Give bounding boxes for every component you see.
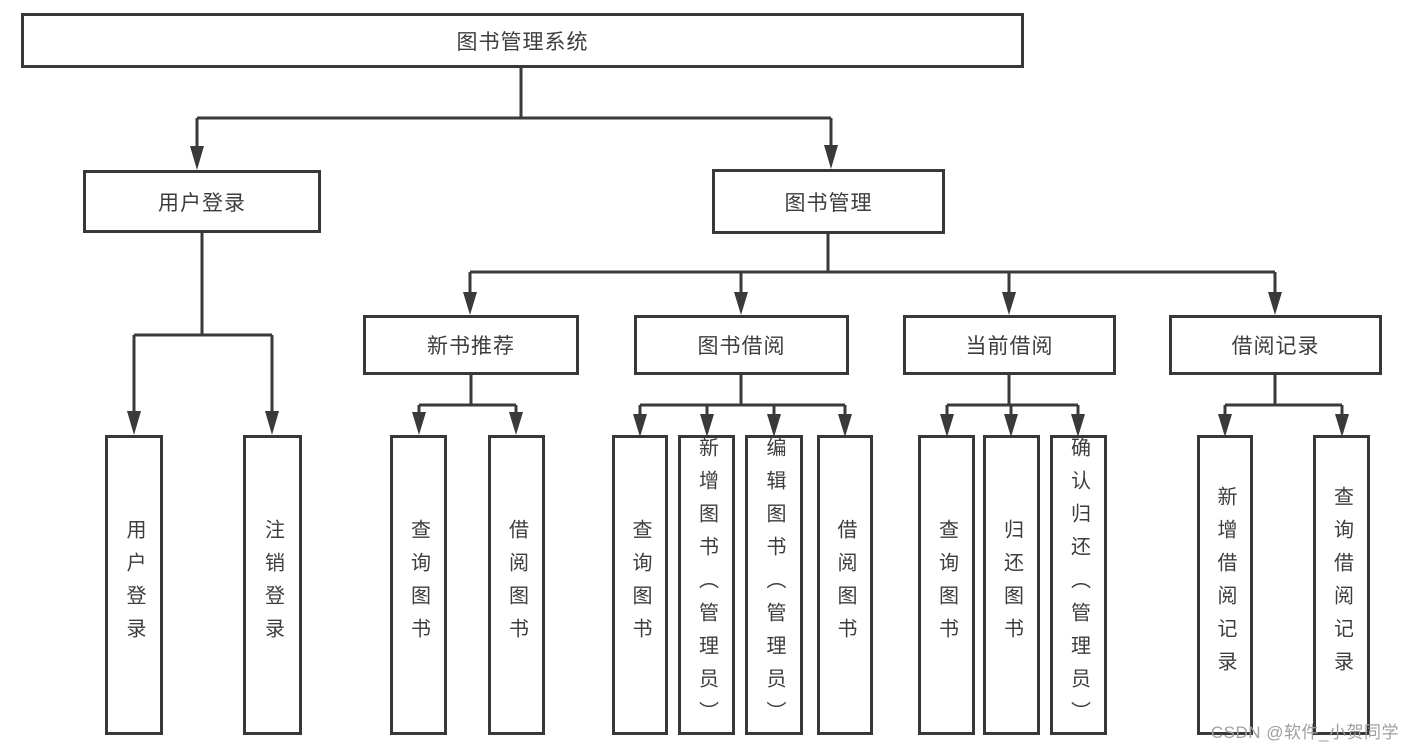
node-label: 查询图书 bbox=[629, 519, 651, 651]
connector-user-login-children bbox=[127, 233, 279, 435]
connector-borrow-record-children bbox=[1218, 375, 1349, 437]
node-add-book-admin: 新增图书（管理员） bbox=[678, 435, 735, 735]
node-label: 注销登录 bbox=[261, 519, 284, 651]
node-borrow-book-rec: 借阅图书 bbox=[488, 435, 545, 735]
connector-root-to-level2 bbox=[190, 68, 838, 170]
node-label: 查询图书 bbox=[935, 519, 958, 651]
node-book-borrow: 图书借阅 bbox=[634, 315, 849, 375]
node-edit-book-admin: 编辑图书（管理员） bbox=[745, 435, 803, 735]
node-add-borrow-record: 新增借阅记录 bbox=[1197, 435, 1253, 735]
node-query-book-current: 查询图书 bbox=[918, 435, 975, 735]
connector-new-book-rec-children bbox=[412, 375, 523, 435]
watermark: CSDN @软件_小贺同学 bbox=[1210, 723, 1399, 742]
node-label: 用户登录 bbox=[123, 519, 145, 651]
node-label: 查询图书 bbox=[407, 519, 430, 651]
node-borrow-record: 借阅记录 bbox=[1169, 315, 1382, 375]
node-label: 借阅图书 bbox=[505, 519, 528, 651]
node-user-login-action: 用户登录 bbox=[105, 435, 163, 735]
node-query-book-rec: 查询图书 bbox=[390, 435, 447, 735]
node-label: 确认归还（管理员） bbox=[1067, 436, 1090, 734]
node-new-book-rec: 新书推荐 bbox=[363, 315, 579, 375]
node-confirm-return-admin: 确认归还（管理员） bbox=[1050, 435, 1107, 735]
node-root: 图书管理系统 bbox=[21, 13, 1024, 68]
node-user-login: 用户登录 bbox=[83, 170, 321, 233]
node-query-borrow-record: 查询借阅记录 bbox=[1313, 435, 1370, 735]
connector-book-borrow-children bbox=[633, 375, 852, 437]
connector-book-mgmt-children bbox=[463, 234, 1282, 315]
node-borrow-book-action: 借阅图书 bbox=[817, 435, 873, 735]
node-label: 借阅图书 bbox=[834, 519, 856, 651]
node-label: 新增借阅记录 bbox=[1214, 486, 1236, 684]
node-return-book: 归还图书 bbox=[983, 435, 1040, 735]
connector-current-borrow-children bbox=[940, 375, 1085, 437]
node-label: 新增图书（管理员） bbox=[695, 436, 718, 734]
node-query-book-borrow: 查询图书 bbox=[612, 435, 668, 735]
node-book-mgmt: 图书管理 bbox=[712, 169, 945, 234]
node-logout: 注销登录 bbox=[243, 435, 302, 735]
node-label: 编辑图书（管理员） bbox=[763, 436, 785, 734]
node-current-borrow: 当前借阅 bbox=[903, 315, 1116, 375]
node-label: 查询借阅记录 bbox=[1330, 486, 1353, 684]
node-label: 归还图书 bbox=[1000, 519, 1023, 651]
